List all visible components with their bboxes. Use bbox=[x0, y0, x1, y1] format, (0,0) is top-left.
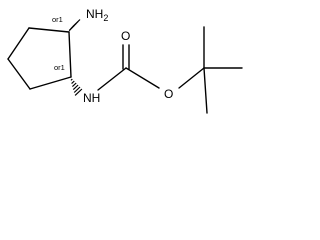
ester-o-label: O bbox=[164, 87, 173, 101]
ring-bond-c5-c1 bbox=[28, 27, 70, 33]
carbonyl-o-label: O bbox=[121, 29, 130, 43]
tert-butyl-group bbox=[203, 26, 243, 114]
ring-bond-c4-c5 bbox=[7, 27, 30, 60]
ring-bond-c3-c4 bbox=[7, 58, 31, 90]
carbamate-chain bbox=[97, 44, 205, 91]
stereo-label-c2: or1 bbox=[54, 63, 65, 72]
bond-nh-carbonyl-c bbox=[97, 67, 127, 91]
stereo-label-c1: or1 bbox=[52, 15, 63, 24]
tbu-methyl-down bbox=[203, 67, 208, 114]
carbamate-nh-label: NH bbox=[83, 91, 100, 105]
ring-bond-c1-c2 bbox=[68, 31, 72, 78]
bond-carbonyl-c-ester-o bbox=[125, 67, 160, 89]
bond-ester-o-quaternary-c bbox=[178, 67, 205, 89]
hashed-bond-to-amine bbox=[68, 19, 81, 32]
cyclopentane-ring bbox=[7, 27, 72, 90]
hashed-bond-to-carbamate-nh bbox=[70, 78, 83, 96]
ring-bond-c2-c3 bbox=[29, 76, 72, 90]
amine-n-label: NH2 bbox=[86, 7, 108, 23]
structure-diagram: NH2 NH O O or1 or1 bbox=[7, 7, 243, 114]
